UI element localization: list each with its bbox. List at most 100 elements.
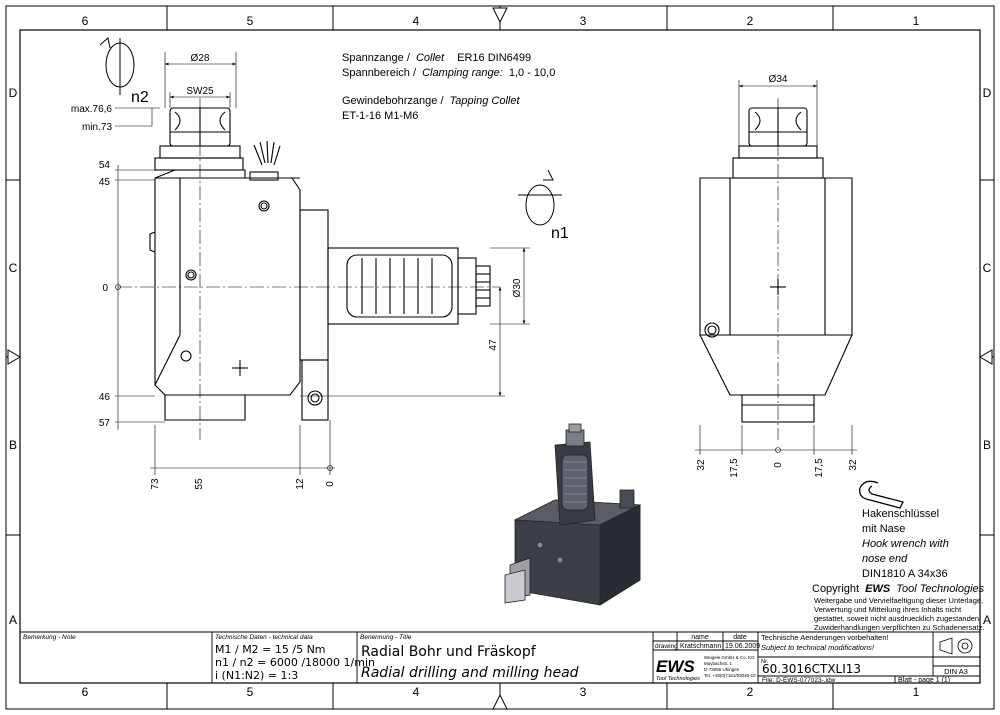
wrench-line2: mit Nase xyxy=(862,523,905,535)
note-collet-en: Collet xyxy=(416,52,445,64)
zone-col-4-bottom: 4 xyxy=(413,685,420,699)
note-tapping-en: Tapping Collet xyxy=(450,95,521,107)
title-en: Radial drilling and milling head xyxy=(361,665,579,681)
collet-notes: Spannzange / Collet ER16 DIN6499 Spannbe… xyxy=(342,52,555,122)
dim-55: 55 xyxy=(194,478,205,490)
wrench-line5: DIN1810 A 34x36 xyxy=(862,568,948,580)
dimlines-left xyxy=(115,52,530,475)
svg-text:Copyright EWS Tool: Copyright EWS Tool Technologies xyxy=(812,583,985,595)
front-view xyxy=(699,107,853,423)
copyright-prefix: Copyright xyxy=(812,583,859,595)
company-addr4: Tel. +49(0)7161/93040-10 xyxy=(704,673,756,678)
company-logo: EWS xyxy=(656,657,695,676)
wrench-line3: Hook wrench with xyxy=(862,538,949,550)
company-sub: Tool Technologies xyxy=(656,676,700,682)
dim-r175b: 17,5 xyxy=(814,458,825,478)
zone-col-5: 5 xyxy=(247,14,254,28)
centerlines-left xyxy=(118,98,500,440)
wrench-line4: nose end xyxy=(862,553,908,565)
note-range-value: 1,0 - 10,0 xyxy=(509,67,555,79)
dim-dia28: Ø28 xyxy=(191,53,210,64)
dim-47: 47 xyxy=(488,339,499,351)
iso-render xyxy=(504,423,642,606)
copyright-text3: gestattet, soweit nicht ausdruecklich zu… xyxy=(814,614,981,623)
company-addr3: D-73066 Uhingen xyxy=(704,667,740,672)
dimtexts-right: Ø34 32 17,5 0 17,5 32 xyxy=(696,74,859,478)
title-block-lines xyxy=(20,631,980,683)
zone-col-1: 1 xyxy=(913,14,920,28)
copyright-text2: Verwertung und Mitteilung ihres Inhalts … xyxy=(814,605,962,614)
rotation-n2 xyxy=(99,37,135,95)
dim-sw25: SW25 xyxy=(186,86,214,97)
zone-row-c-right: C xyxy=(983,261,992,275)
drawer-name: Kratschmann xyxy=(680,643,721,650)
side-view xyxy=(149,107,491,421)
zone-col-5-bottom: 5 xyxy=(247,685,254,699)
wrench-line1: Hakenschlüssel xyxy=(862,508,939,520)
copyright-text4: Zuwiderhandlungen verpflichten zu Schade… xyxy=(814,623,985,632)
zone-col-2-bottom: 2 xyxy=(747,685,754,699)
dim-dia34: Ø34 xyxy=(769,74,788,85)
zone-col-2: 2 xyxy=(747,14,754,28)
svg-text:Spannzange / Collet: Spannzange / Collet ER16 DIN6499 xyxy=(342,52,531,64)
wrench-notes: Hakenschlüssel mit Nase Hook wrench with… xyxy=(862,508,949,580)
zone-row-b: B xyxy=(9,438,17,452)
company-addr1: Weigele GmbH & Co. KG xyxy=(704,655,755,660)
zone-row-d-right: D xyxy=(983,86,992,100)
dim-r175a: 17,5 xyxy=(729,458,740,478)
dim-r32a: 32 xyxy=(696,459,707,471)
dimlines-right xyxy=(695,80,857,455)
copyright-suffix: Tool Technologies xyxy=(896,583,984,595)
zone-row-a-right: A xyxy=(983,613,991,627)
dim-57: 57 xyxy=(99,418,111,429)
dim-r0: 0 xyxy=(773,462,784,468)
rotation-n1 xyxy=(518,169,562,226)
zone-col-6-bottom: 6 xyxy=(82,685,89,699)
file-name: File: D-EWS-077023-.idw xyxy=(762,677,836,684)
techdata-m: M1 / M2 = 15 /5 Nm xyxy=(215,643,326,656)
copyright-brand: EWS xyxy=(865,583,891,595)
changes-en: Subject to technical modifications! xyxy=(761,643,875,652)
dim-12: 12 xyxy=(295,478,306,490)
zone-labels: 6 5 4 3 2 1 6 5 4 3 2 1 D C B A D C B A xyxy=(9,14,992,699)
zone-row-b-right: B xyxy=(983,438,991,452)
company-addr2: Maybachstr. 1 xyxy=(704,661,733,666)
dim-73: 73 xyxy=(150,478,161,490)
note-range-de: Spannbereich / xyxy=(342,67,417,79)
zone-row-a: A xyxy=(9,613,17,627)
copyright-block: Copyright EWS Tool Technologies Weiterga… xyxy=(812,583,985,632)
note-collet-de: Spannzange / xyxy=(342,52,411,64)
note-collet-spec: ER16 DIN6499 xyxy=(457,52,531,64)
name-header: name xyxy=(691,634,709,641)
dim-r32b: 32 xyxy=(848,459,859,471)
dim-54: 54 xyxy=(99,160,111,171)
note-tapping-spec: ET-1-16 M1-M6 xyxy=(342,110,418,122)
dim-46: 46 xyxy=(99,392,111,403)
zone-row-d: D xyxy=(9,86,18,100)
drawing-date: 19.06.2009 xyxy=(725,643,760,650)
centering-marks xyxy=(7,7,993,710)
part-number: 60.3016CTXLI13 xyxy=(762,662,861,676)
n1-label: n1 xyxy=(551,225,569,242)
techdata-i: i (N1:N2) = 1:3 xyxy=(215,669,298,682)
techdata-label: Technische Daten - technical data xyxy=(215,634,313,641)
n2-label: n2 xyxy=(131,89,149,106)
hook-wrench xyxy=(859,480,904,509)
changes-de: Technische Aenderungen vorbehalten! xyxy=(761,633,889,642)
dim-45: 45 xyxy=(99,177,111,188)
dim-max: max.76,6 xyxy=(71,104,113,115)
zone-row-c: C xyxy=(9,261,18,275)
nr-label: Nr. xyxy=(761,659,769,665)
note-range-en: Clamping range: xyxy=(422,67,503,79)
dimtexts-left: Ø28 SW25 max.76,6 min.73 54 45 0 46 57 Ø… xyxy=(71,53,523,490)
title-de: Radial Bohr und Fräskopf xyxy=(361,644,537,660)
din-format: DIN A3 xyxy=(944,667,968,676)
remark-label: Bemerkung - Note xyxy=(23,634,76,641)
svg-text:Gewindebohrzange / Tappi: Gewindebohrzange / Tapping Collet xyxy=(342,95,520,107)
zone-col-6: 6 xyxy=(82,14,89,28)
sheet-number: Blatt - page 1 (1) xyxy=(898,677,950,684)
note-tapping-de: Gewindebohrzange / xyxy=(342,95,444,107)
svg-text:Spannbereich / Clamping: Spannbereich / Clamping range: 1,0 - 10,… xyxy=(342,67,555,79)
drawing-label: drawing xyxy=(655,643,678,650)
